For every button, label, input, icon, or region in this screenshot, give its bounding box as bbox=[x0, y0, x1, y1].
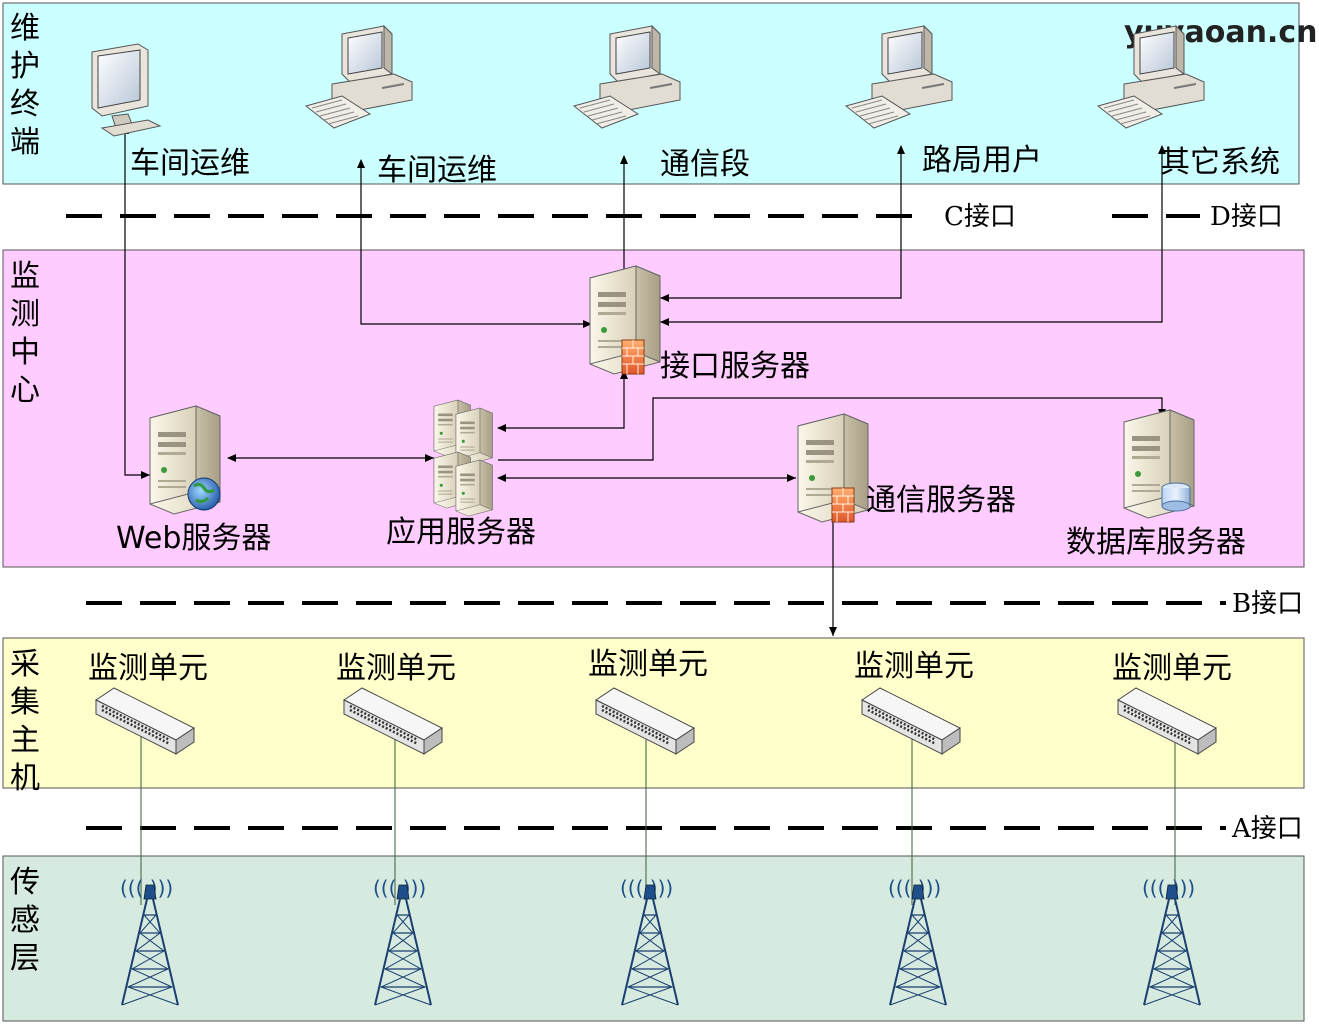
web-server-label: Web服务器 bbox=[116, 521, 271, 556]
terminal-label-1: 车间运维 bbox=[130, 146, 250, 181]
app-server-label: 应用服务器 bbox=[386, 515, 536, 550]
link-t2-interface bbox=[357, 159, 592, 328]
unit-label-4: 监测单元 bbox=[854, 649, 974, 684]
svg-text:监: 监 bbox=[10, 259, 40, 294]
svg-text:集: 集 bbox=[10, 685, 40, 720]
web-server-icon bbox=[149, 405, 221, 515]
svg-text:终: 终 bbox=[10, 87, 40, 122]
tower-5: ((( ))) bbox=[1142, 876, 1201, 1006]
link-t1-web bbox=[121, 125, 150, 479]
unit-label-3: 监测单元 bbox=[588, 647, 708, 682]
terminal-label-4: 路局用户 bbox=[922, 143, 1042, 178]
comm-server-icon bbox=[797, 413, 869, 523]
svg-text:传: 传 bbox=[10, 865, 40, 900]
tower-3: ((( ))) bbox=[620, 876, 679, 1006]
svg-text:测: 测 bbox=[10, 297, 40, 332]
interface-d-label: D接口 bbox=[1210, 202, 1283, 232]
interface-server-icon bbox=[589, 265, 661, 375]
svg-text:端: 端 bbox=[10, 125, 40, 160]
terminal-label-2: 车间运维 bbox=[377, 153, 497, 188]
interface-b-label: B接口 bbox=[1232, 589, 1303, 619]
link-app-interface bbox=[497, 370, 628, 432]
svg-text:护: 护 bbox=[10, 49, 40, 84]
svg-text:感: 感 bbox=[10, 903, 40, 938]
zone-terminal-label: 维 护 终 端 bbox=[10, 11, 40, 160]
svg-text:层: 层 bbox=[10, 941, 40, 976]
zone-monitor-label: 监 测 中 心 bbox=[10, 259, 40, 408]
app-server-icon bbox=[433, 399, 493, 517]
svg-text:机: 机 bbox=[10, 761, 40, 796]
interface-a-label: A接口 bbox=[1231, 814, 1303, 844]
tower-2: ((( ))) bbox=[373, 876, 432, 1006]
link-app-db bbox=[498, 397, 1166, 461]
unit-label-1: 监测单元 bbox=[88, 651, 208, 686]
unit-label-5: 监测单元 bbox=[1112, 651, 1232, 686]
comm-server-label: 通信服务器 bbox=[866, 483, 1016, 518]
db-server-label: 数据库服务器 bbox=[1066, 525, 1246, 560]
unit-label-2: 监测单元 bbox=[336, 651, 456, 686]
link-t5-interface bbox=[660, 145, 1166, 326]
interface-c-label: C接口 bbox=[944, 202, 1016, 232]
monitor-icon bbox=[91, 43, 162, 137]
interface-server-label: 接口服务器 bbox=[660, 349, 810, 384]
tower-4: ((( ))) bbox=[888, 876, 947, 1006]
terminal-label-5: 其它系统 bbox=[1160, 145, 1280, 180]
svg-text:维: 维 bbox=[10, 11, 40, 46]
svg-text:采: 采 bbox=[10, 647, 40, 682]
tower-1: ((( ))) bbox=[120, 876, 179, 1006]
svg-text:主: 主 bbox=[10, 723, 40, 758]
svg-text:心: 心 bbox=[10, 373, 40, 408]
svg-text:中: 中 bbox=[10, 335, 40, 370]
zone-sensor-label: 传 感 层 bbox=[10, 865, 40, 976]
terminal-label-3: 通信段 bbox=[660, 147, 750, 182]
db-server-icon bbox=[1123, 409, 1195, 519]
zone-collect-label: 采 集 主 机 bbox=[10, 647, 40, 796]
